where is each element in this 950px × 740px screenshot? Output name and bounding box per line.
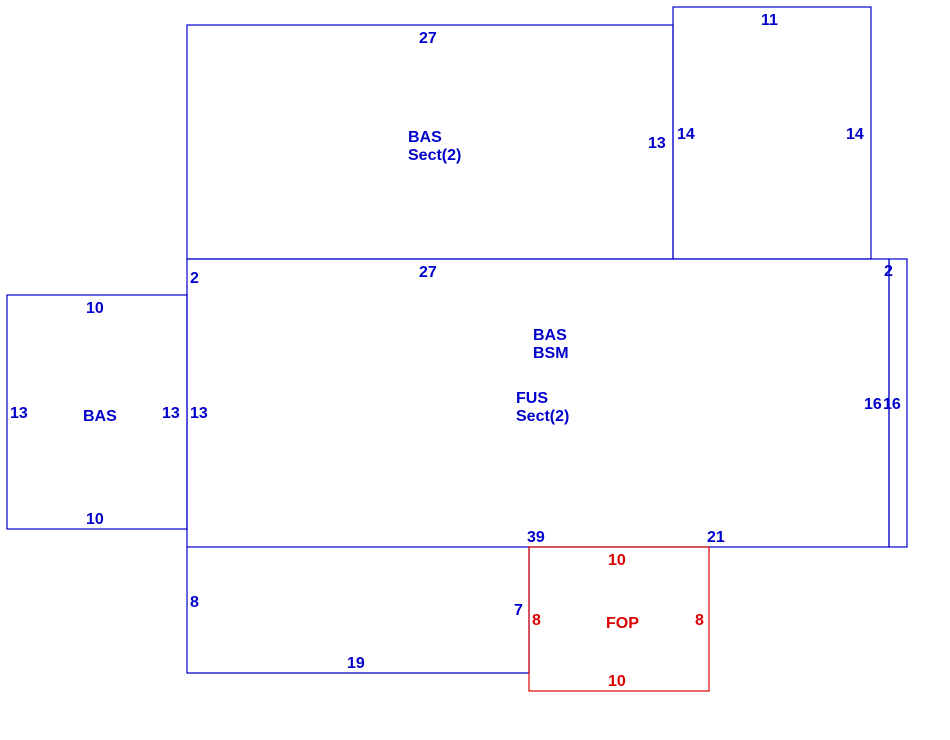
dim-lower-left: 8: [190, 594, 199, 611]
dim-main-right-outer: 16: [883, 396, 901, 413]
left-bas-section: [6, 294, 188, 530]
dim-fop-left: 8: [532, 612, 541, 629]
dim-upper-top: 27: [419, 30, 437, 47]
dim-main-bottom-right: 21: [707, 529, 725, 546]
dim-left-bottom: 10: [86, 511, 104, 528]
area-label-bsm-main: BSM: [533, 345, 569, 362]
area-label-fop: FOP: [606, 615, 639, 632]
dim-fop-top: 10: [608, 552, 626, 569]
dim-main-right-inner: 16: [864, 396, 882, 413]
dim-main-top-left: 2: [190, 270, 199, 287]
area-label-bas-upper-sect: Sect(2): [408, 147, 461, 164]
area-label-bas-main: BAS: [533, 327, 567, 344]
dim-left-right: 13: [162, 405, 180, 422]
dim-lower-bottom: 19: [347, 655, 365, 672]
dim-main-top: 27: [419, 264, 437, 281]
area-label-bas-upper: BAS: [408, 129, 442, 146]
dim-fop-bottom: 10: [608, 673, 626, 690]
area-label-fus-main: FUS: [516, 390, 548, 407]
dim-main-top-right: 2: [884, 263, 893, 280]
fop-porch-section: [528, 546, 710, 692]
dim-main-left: 13: [190, 405, 208, 422]
dim-lower-right: 7: [514, 602, 523, 619]
dim-left-left: 13: [10, 405, 28, 422]
building-outline: [6, 6, 908, 674]
dim-annex-left: 14: [677, 126, 695, 143]
right-strip-section: [888, 258, 908, 548]
area-label-bas-left: BAS: [83, 408, 117, 425]
dim-annex-right: 14: [846, 126, 864, 143]
upper-right-annex: [672, 6, 872, 260]
dim-upper-right: 13: [648, 135, 666, 152]
dim-left-top: 10: [86, 300, 104, 317]
area-label-fus-sect: Sect(2): [516, 408, 569, 425]
dim-main-bottom-left: 39: [527, 529, 545, 546]
dim-fop-right: 8: [695, 612, 704, 629]
dim-annex-top: 11: [761, 12, 778, 29]
